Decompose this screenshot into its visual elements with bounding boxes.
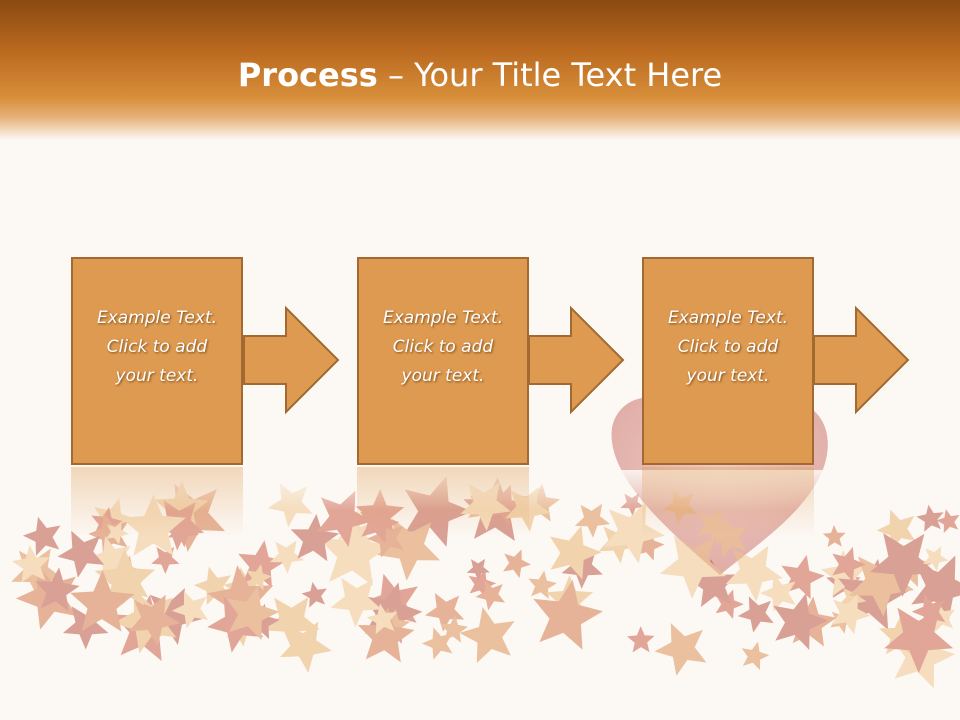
leaf-shape bbox=[760, 574, 796, 612]
leaf-shape bbox=[831, 594, 871, 635]
leaf-shape bbox=[105, 521, 129, 545]
arrow-right-icon bbox=[813, 305, 910, 415]
leaf-shape bbox=[725, 545, 783, 602]
leaf-shape bbox=[290, 513, 340, 562]
leaf-shape bbox=[533, 579, 603, 650]
leaf-shape bbox=[226, 586, 280, 641]
step-text-line: your text. bbox=[115, 365, 199, 386]
leaf-shape bbox=[128, 594, 181, 647]
leaf-shape bbox=[475, 580, 506, 611]
slide-title-bold: Process bbox=[237, 56, 378, 94]
leaf-shape bbox=[604, 502, 665, 564]
step-box[interactable]: Example Text. Click to add your text. bbox=[642, 257, 814, 465]
leaf-shape bbox=[246, 564, 272, 591]
arrow-right-icon bbox=[528, 305, 625, 415]
leaf-shape bbox=[773, 593, 829, 650]
step-reflection bbox=[642, 467, 814, 537]
leaf-shape bbox=[377, 518, 441, 581]
leaf-shape bbox=[171, 591, 209, 629]
leaf-shape bbox=[88, 513, 128, 555]
step-text: Example Text. Click to add your text. bbox=[82, 304, 232, 391]
leaf-shape bbox=[697, 507, 733, 544]
leaf-shape bbox=[503, 549, 531, 579]
leaf-shape bbox=[70, 570, 135, 632]
leaf-shape bbox=[421, 627, 453, 660]
leaf-shape bbox=[22, 516, 61, 556]
step-text-line: Click to add bbox=[392, 336, 494, 357]
step-text-line: Example Text. bbox=[382, 307, 504, 328]
leaf-shape bbox=[11, 545, 51, 583]
leaf-shape bbox=[659, 535, 726, 599]
leaf-shape bbox=[626, 626, 655, 653]
leaf-shape bbox=[357, 606, 415, 663]
step-box[interactable]: Example Text. Click to add your text. bbox=[357, 257, 529, 465]
leaf-shape bbox=[549, 525, 602, 580]
arrow-right-icon bbox=[243, 305, 340, 415]
leaf-shape bbox=[916, 504, 944, 532]
leaf-shape bbox=[279, 621, 332, 673]
step-reflection bbox=[71, 467, 243, 537]
leaf-shape bbox=[366, 603, 398, 635]
leaf-shape bbox=[94, 548, 156, 607]
leaf-shape bbox=[654, 623, 707, 676]
leaf-shape bbox=[922, 546, 949, 572]
step-text-line: Click to add bbox=[677, 336, 779, 357]
leaf-shape bbox=[876, 509, 916, 550]
step-text: Example Text. Click to add your text. bbox=[653, 304, 803, 391]
step-text-line: Example Text. bbox=[96, 307, 218, 328]
leaf-shape bbox=[741, 641, 770, 671]
leaf-shape bbox=[574, 503, 611, 538]
leaf-shape bbox=[911, 594, 946, 630]
leaf-shape bbox=[360, 502, 400, 544]
leaf-shape bbox=[822, 525, 846, 548]
slide-title[interactable]: Process – Your Title Text Here bbox=[0, 54, 960, 96]
leaf-shape bbox=[269, 540, 305, 574]
step-text-line: Click to add bbox=[106, 336, 208, 357]
step-box[interactable]: Example Text. Click to add your text. bbox=[71, 257, 243, 465]
leaf-shape bbox=[319, 516, 391, 586]
leaf-shape bbox=[936, 509, 960, 533]
leaf-shape bbox=[301, 581, 327, 608]
leaf-shape bbox=[688, 559, 738, 608]
leaf-shape bbox=[440, 615, 468, 643]
leaf-shape bbox=[781, 554, 825, 600]
step-text-line: your text. bbox=[401, 365, 485, 386]
leaf-shape bbox=[330, 577, 382, 628]
leaf-shape bbox=[238, 540, 286, 588]
leaf-shape bbox=[634, 529, 665, 561]
leaf-shape bbox=[459, 606, 515, 663]
title-banner bbox=[0, 0, 960, 140]
step-reflection bbox=[357, 467, 529, 537]
leaf-shape bbox=[528, 570, 557, 600]
leaf-shape bbox=[869, 533, 937, 597]
leaf-shape bbox=[152, 500, 205, 551]
leaf-shape bbox=[35, 567, 80, 612]
leaf-shape bbox=[832, 546, 866, 583]
leaf-shape bbox=[466, 558, 490, 581]
leaf-shape bbox=[57, 530, 105, 578]
leaf-shape bbox=[264, 597, 320, 650]
leaf-shape bbox=[424, 592, 465, 632]
leaf-shape bbox=[848, 552, 915, 617]
leaf-shape bbox=[737, 596, 774, 633]
leaf-shape bbox=[468, 569, 497, 599]
step-text-line: your text. bbox=[686, 365, 770, 386]
step-text: Example Text. Click to add your text. bbox=[368, 304, 518, 391]
slide-title-rest: – Your Title Text Here bbox=[377, 56, 723, 94]
leaf-shape bbox=[708, 517, 748, 558]
leaf-shape bbox=[884, 607, 954, 674]
leaf-shape bbox=[121, 494, 186, 556]
step-text-line: Example Text. bbox=[667, 307, 789, 328]
